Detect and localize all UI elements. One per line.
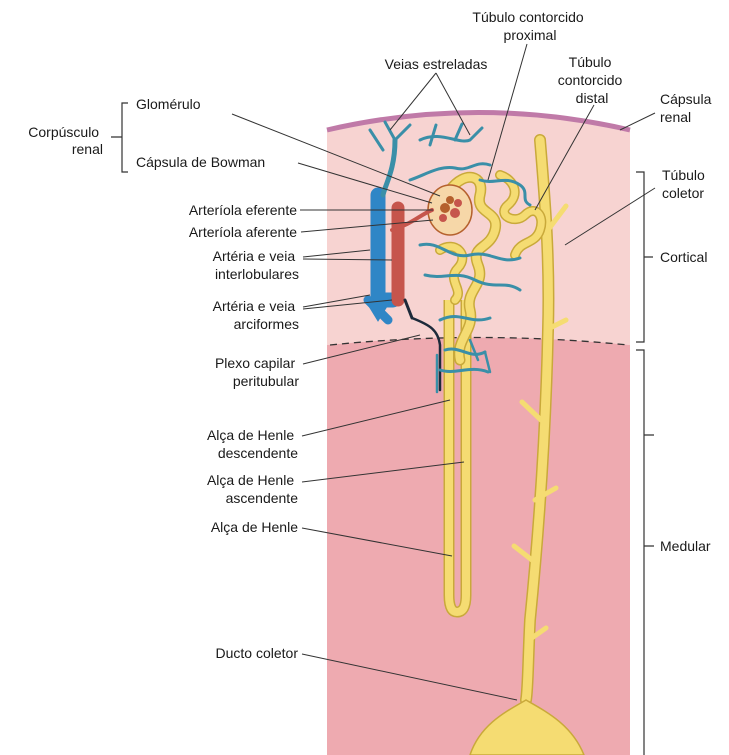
label-cortical: Cortical	[660, 249, 707, 265]
label-alca-henle: Alça de Henle	[211, 519, 298, 535]
label-capsula-renal: Cápsula renal	[660, 91, 715, 125]
label-arteriola-aferente: Arteríola aferente	[189, 224, 297, 240]
glomerulus	[428, 185, 472, 235]
label-tubulo-distal: Túbulo contorcido distal	[558, 54, 626, 106]
label-arteriola-eferente: Arteríola eferente	[189, 202, 297, 218]
label-glomerulo: Glomérulo	[136, 96, 201, 112]
label-corpusculo-renal: Corpúsculo renal	[28, 124, 103, 157]
label-alca-henle-descendente: Alça de Henle descendente	[207, 427, 298, 461]
label-veias-estreladas: Veias estreladas	[385, 56, 488, 72]
label-medular: Medular	[660, 538, 711, 554]
medulla-region	[327, 338, 630, 755]
medular-bracket	[636, 350, 654, 755]
label-arteria-veia-arciformes: Artéria e veia arciformes	[213, 298, 299, 332]
label-alca-henle-ascendente: Alça de Henle ascendente	[207, 472, 298, 506]
renal-corpuscle-bracket	[111, 103, 128, 172]
label-tubulo-proximal: Túbulo contorcido proximal	[472, 9, 587, 43]
label-capsula-bowman: Cápsula de Bowman	[136, 154, 265, 170]
label-tubulo-coletor: Túbulo coletor	[662, 167, 709, 201]
label-arteria-veia-interlobulares: Artéria e veia interlobulares	[213, 248, 299, 282]
label-ducto-coletor: Ducto coletor	[216, 645, 299, 661]
cortical-bracket	[636, 172, 653, 342]
label-plexo-capilar: Plexo capilar peritubular	[215, 355, 299, 389]
